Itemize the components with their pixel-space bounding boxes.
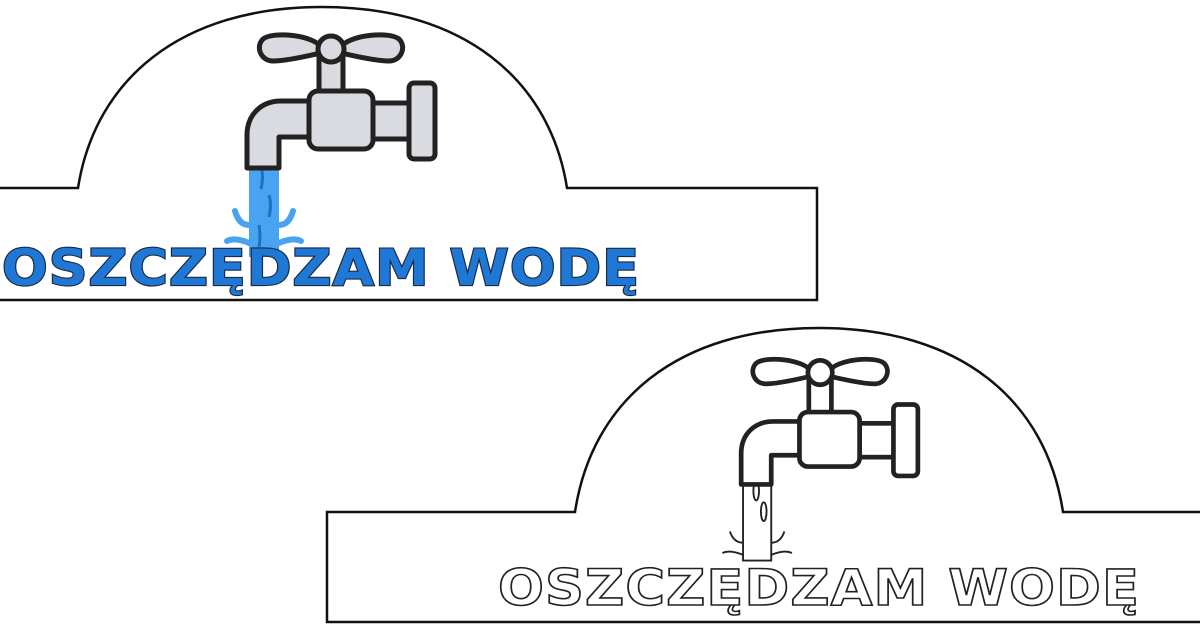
headband-title: OSZCZĘDZAM WODĘ: [2, 239, 640, 297]
headband-outline-version: OSZCZĘDZAM WODĘ: [325, 326, 1200, 624]
headband-title: OSZCZĘDZAM WODĘ: [498, 559, 1140, 617]
faucet-icon: [721, 359, 918, 562]
headband-color: OSZCZĘDZAM WODĘ: [0, 5, 819, 302]
faucet-icon: [224, 35, 435, 257]
